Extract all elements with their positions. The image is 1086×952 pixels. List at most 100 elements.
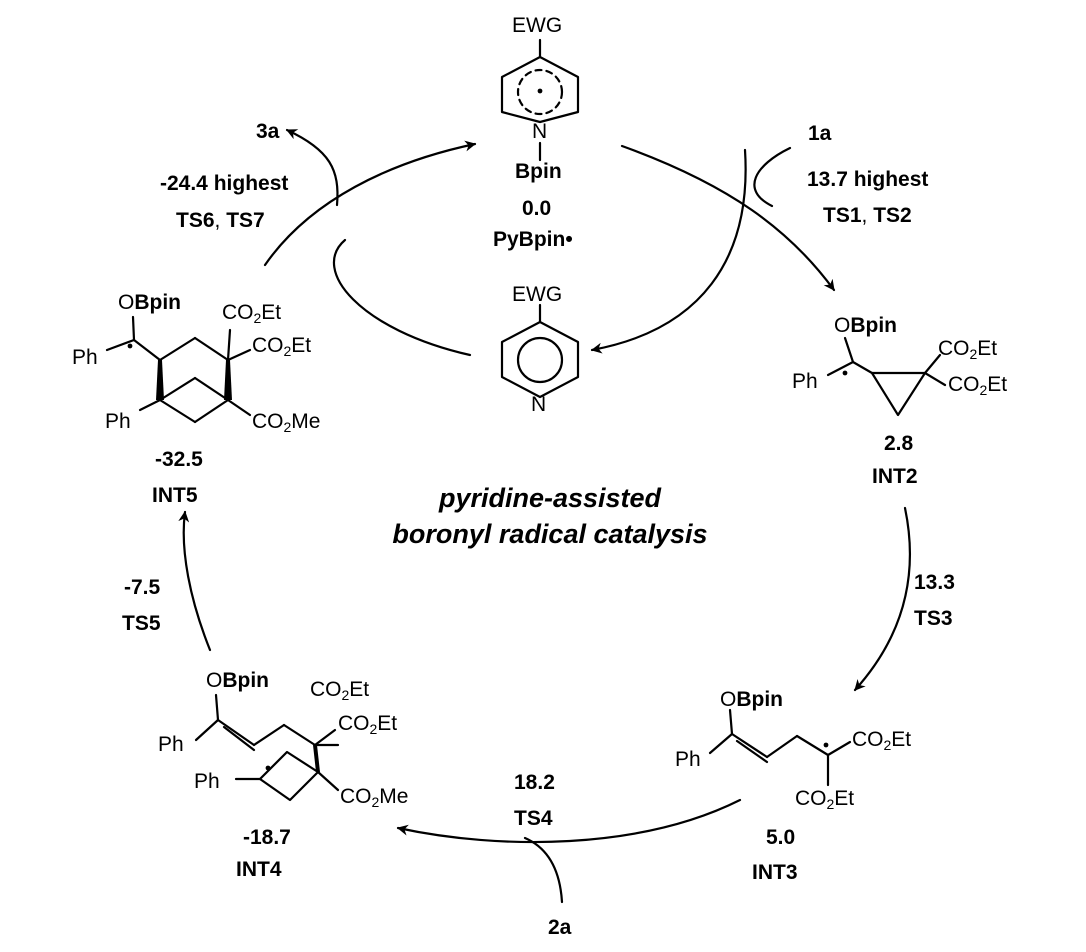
int2-ph: Ph xyxy=(792,370,818,393)
int3-energy: 5.0 xyxy=(766,826,796,849)
arrow-to-int2 xyxy=(620,144,836,292)
arrow-inner-release xyxy=(590,148,747,354)
int3-name: INT3 xyxy=(752,861,798,884)
exit-ts: TS6, TS7 xyxy=(176,209,265,233)
int5-ester-1-head: CO xyxy=(222,301,254,324)
int3-ester-2-tail: Et xyxy=(834,787,855,810)
cycle-title-line-2: boronyl radical catalysis xyxy=(392,519,708,549)
int2-ester-2-head: CO xyxy=(948,373,980,396)
catalyst-n-label: N xyxy=(532,120,548,143)
int5-ester-2-tail: Et xyxy=(291,334,312,357)
int4-ester-1-head: CO xyxy=(310,678,342,701)
int3-ester-1-sub: 2 xyxy=(883,737,892,753)
int2-bpin: Bpin xyxy=(850,314,897,337)
exit-ts-b: TS7 xyxy=(226,209,265,232)
int4-ester-2-tail: Et xyxy=(377,712,398,735)
int5-ph-1: Ph xyxy=(72,346,98,369)
int2-structure xyxy=(826,336,947,417)
int3-ester-2: CO2Et xyxy=(795,787,854,811)
int2-ester-2: CO2Et xyxy=(948,373,1007,397)
int4-ester-1: CO2Et xyxy=(310,678,369,702)
int2-ester-2-tail: Et xyxy=(987,373,1008,396)
int5-bpin: Bpin xyxy=(134,291,181,314)
ts4-energy: 18.2 xyxy=(514,771,555,794)
entry-ts-sep: , xyxy=(861,204,874,227)
int5-ester-3: CO2Me xyxy=(252,410,320,434)
int3-ester-1-tail: Et xyxy=(891,728,912,751)
int5-o: O xyxy=(118,291,135,314)
cycle-title-line-1: pyridine-assisted xyxy=(438,483,662,513)
int2-energy: 2.8 xyxy=(884,432,914,455)
int4-ester-3-head: CO xyxy=(340,785,372,808)
catalyst-bpin-label: Bpin xyxy=(515,160,562,183)
int2-obpin: OBpin xyxy=(834,314,897,338)
int5-wedge-bond-2 xyxy=(224,360,232,400)
int2-ester-1-head: CO xyxy=(938,337,970,360)
int2-ester-2-sub: 2 xyxy=(979,382,988,398)
pyridine-structure xyxy=(500,303,580,399)
ts4-reactant: 2a xyxy=(548,916,572,939)
entry-ts-a: TS1 xyxy=(823,204,862,227)
int3-ester-2-sub: 2 xyxy=(826,796,835,812)
int4-obpin: OBpin xyxy=(206,669,269,693)
catalyst-ewg-label: EWG xyxy=(512,14,563,37)
entry-energy: 13.7 highest xyxy=(807,168,929,191)
int5-ester-3-head: CO xyxy=(252,410,284,433)
int5-ester-3-tail: Me xyxy=(291,410,321,433)
int5-obpin: OBpin xyxy=(118,291,181,315)
int2-ester-1-sub: 2 xyxy=(969,346,978,362)
ts5-name: TS5 xyxy=(122,612,161,635)
catalyst-name: PyBpin• xyxy=(493,228,573,251)
radical-dot-int2 xyxy=(842,370,848,376)
int5-ester-1: CO2Et xyxy=(222,301,281,325)
radical-dot-int3 xyxy=(823,742,829,748)
int4-o: O xyxy=(206,669,223,692)
int5-energy: -32.5 xyxy=(155,448,203,471)
int5-ester-1-tail: Et xyxy=(261,301,282,324)
int3-obpin: OBpin xyxy=(720,688,783,712)
int4-ester-3-sub: 2 xyxy=(371,794,380,810)
exit-energy: -24.4 highest xyxy=(160,172,289,195)
arrow-1a-entry xyxy=(753,146,792,208)
int3-structure xyxy=(708,708,852,787)
int4-ester-2-sub: 2 xyxy=(369,721,378,737)
arrow-int5-to-radical xyxy=(263,140,477,267)
arrow-to-3a xyxy=(285,128,339,207)
entry-ts-b: TS2 xyxy=(873,204,912,227)
pyridinyl-radical-structure xyxy=(500,38,580,162)
int3-bpin: Bpin xyxy=(736,688,783,711)
int4-wedge-bond xyxy=(313,745,320,772)
int5-ester-1-sub: 2 xyxy=(253,310,262,326)
int4-energy: -18.7 xyxy=(243,826,291,849)
int2-ester-1-tail: Et xyxy=(977,337,998,360)
entry-ts: TS1, TS2 xyxy=(823,204,912,228)
int2-ester-1: CO2Et xyxy=(938,337,997,361)
arrow-to-int5 xyxy=(178,510,212,652)
int5-ester-2: CO2Et xyxy=(252,334,311,358)
arrow-2a-entry xyxy=(523,836,564,904)
exit-ts-sep: , xyxy=(214,209,227,232)
radical-dot-int5 xyxy=(127,343,133,349)
catalyst-energy: 0.0 xyxy=(522,197,552,220)
int4-ester-3-tail: Me xyxy=(379,785,409,808)
entry-reactant: 1a xyxy=(808,122,832,145)
arrow-to-int4 xyxy=(396,798,742,844)
int5-wedge-bond xyxy=(156,360,164,400)
radical-dot-pyridinyl xyxy=(537,88,543,94)
pyridine-ewg-label: EWG xyxy=(512,283,563,306)
int3-o: O xyxy=(720,688,737,711)
int2-name: INT2 xyxy=(872,465,918,488)
int4-ester-3: CO2Me xyxy=(340,785,408,809)
int4-ester-2: CO2Et xyxy=(338,712,397,736)
ts3-energy: 13.3 xyxy=(914,571,955,594)
arrow-inner-regeneration xyxy=(333,238,472,357)
int3-ester-1-head: CO xyxy=(852,728,884,751)
int4-name: INT4 xyxy=(236,858,282,881)
int4-ester-1-sub: 2 xyxy=(341,687,350,703)
exit-ts-a: TS6 xyxy=(176,209,215,232)
ts4-name: TS4 xyxy=(514,807,553,830)
int3-ester-2-head: CO xyxy=(795,787,827,810)
pyridine-n-label: N xyxy=(531,393,547,416)
int4-ester-1-tail: Et xyxy=(349,678,370,701)
